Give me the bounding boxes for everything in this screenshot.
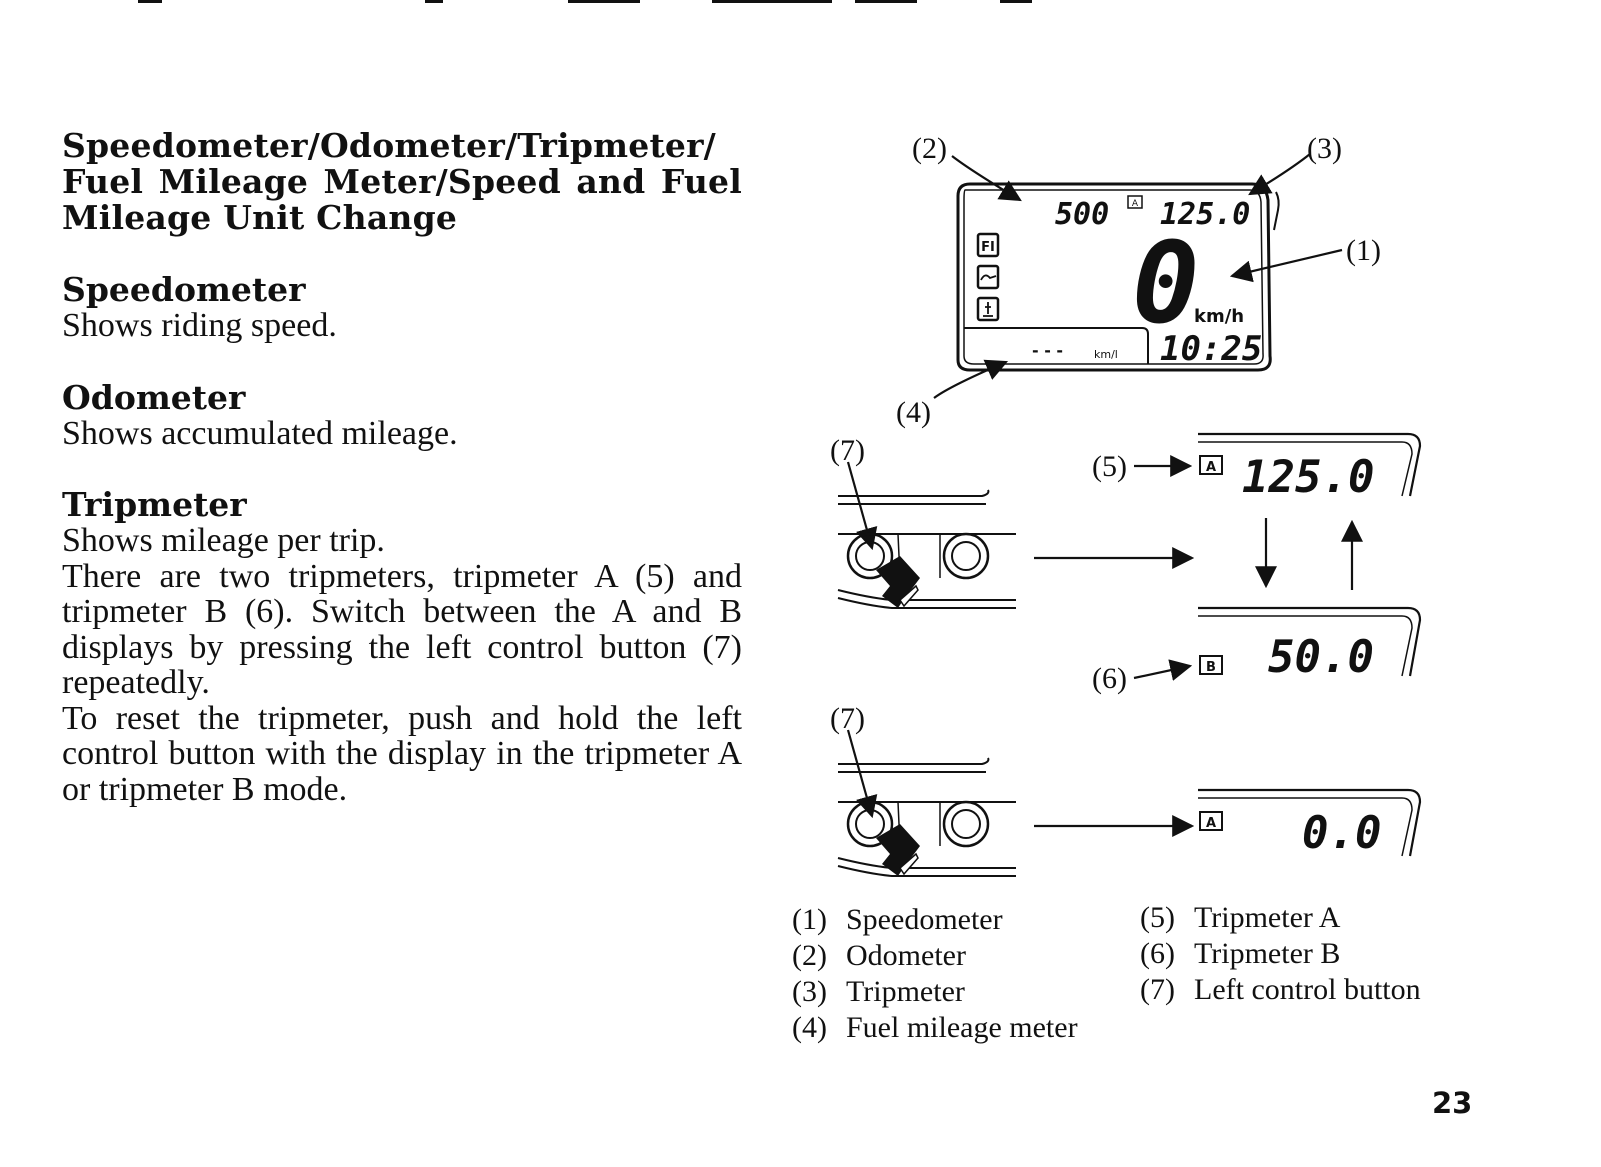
lcd-odometer-value: 500 (1055, 197, 1109, 232)
section-speedometer: Speedometer Shows riding speed. (62, 272, 742, 344)
legend-item: (4) Fuel mileage meter (792, 1010, 1078, 1046)
tripmeter-reset-badge-letter: A (1206, 816, 1216, 831)
section-body: Shows riding speed. (62, 307, 337, 344)
legend-num: (5) (1140, 901, 1175, 934)
right-button-icon (942, 800, 990, 848)
tripmeter-b-badge (1199, 655, 1223, 675)
finger-press-icon (876, 824, 920, 876)
legend-label: Odometer (846, 939, 966, 972)
section-tripmeter: Tripmeter Shows mileage per trip. There … (62, 487, 742, 807)
finger-press-icon (876, 556, 920, 608)
top-rule (568, 0, 640, 3)
tripmeter-a-panel: (5) A 125.0 (1092, 432, 1422, 503)
legend-item: (7) Left control button (1140, 972, 1421, 1008)
warning-indicators: FI (976, 232, 1000, 322)
legend-label: Tripmeter B (1194, 937, 1341, 970)
coolant-temperature-icon (976, 296, 1000, 322)
instrument-figure: FI 500 A 125.0 0 km/h - - - km/l 10:25 (… (780, 100, 1601, 1080)
lcd-speed-value: 0 (1132, 219, 1199, 349)
tripmeter-reset-value: 0.0 (1302, 808, 1381, 859)
callout-7: (7) (830, 434, 865, 467)
legend-label: Tripmeter (846, 975, 965, 1008)
fi-label: FI (981, 240, 995, 255)
section-body-reset: To reset the tripmeter, push and hold th… (62, 699, 742, 808)
legend-num: (6) (1140, 937, 1175, 970)
legend-num: (7) (1140, 973, 1175, 1006)
tripmeter-a-badge-letter: A (1206, 460, 1216, 475)
legend-label: Fuel mileage meter (846, 1011, 1078, 1044)
left-control-button-diagram: (7) (830, 434, 1016, 609)
lcd-trip-badge (1127, 195, 1143, 209)
callout-6: (6) (1092, 662, 1127, 695)
callout-1: (1) (1346, 234, 1381, 267)
page-number: 23 (1432, 1086, 1473, 1120)
legend-item: (1) Speedometer (792, 902, 1078, 938)
tripmeter-b-panel: (6) B 50.0 (1092, 606, 1422, 695)
lcd-fuel-unit: km/l (1094, 348, 1118, 361)
text-column: Speedometer/Odometer/Tripmeter/ Fuel Mil… (62, 128, 742, 807)
right-button-icon (942, 532, 990, 580)
figure-drawing: FI 500 A 125.0 0 km/h - - - km/l 10:25 (… (830, 132, 1422, 877)
legend-item: (3) Tripmeter (792, 974, 1078, 1010)
lcd-speed-unit: km/h (1194, 306, 1244, 327)
legend-label: Tripmeter A (1194, 901, 1341, 934)
tripmeter-a-value: 125.0 (1242, 452, 1374, 503)
top-rule (1000, 0, 1032, 3)
lcd-tripmeter-value: 125.0 (1160, 197, 1250, 232)
top-rule (712, 0, 832, 3)
legend-num: (4) (792, 1011, 827, 1044)
callout-2: (2) (912, 132, 947, 165)
section-body: Shows mileage per trip. (62, 522, 385, 559)
oil-pressure-icon (976, 264, 1000, 290)
section-odometer: Odometer Shows accumulated mileage. (62, 377, 742, 452)
section-heading: Tripmeter (62, 485, 247, 524)
callout-3: (3) (1307, 132, 1342, 165)
lcd-trip-badge-letter: A (1132, 199, 1139, 209)
left-button-icon (846, 532, 894, 580)
legend-num: (1) (792, 903, 827, 936)
section-body-switch: There are two tripmeters, tripmeter A (5… (62, 557, 742, 701)
callout-7-reset: (7) (830, 702, 865, 735)
lcd-fuel-mileage-value: - - - (1032, 341, 1063, 360)
callout-4: (4) (896, 396, 931, 429)
top-rule (855, 0, 917, 3)
left-button-icon (846, 800, 894, 848)
legend-right: (5) Tripmeter A (6) Tripmeter B (7) Left co… (1140, 900, 1421, 1008)
lcd-clock-value: 10:25 (1160, 329, 1262, 369)
tripmeter-b-badge-letter: B (1206, 660, 1216, 675)
left-control-button-reset-diagram: (7) (830, 702, 1016, 877)
callout-5: (5) (1092, 450, 1127, 483)
section-heading: Speedometer (62, 270, 306, 309)
legend-left: (1)Speedometer (2)Odometer (3)Tripmeter … (792, 902, 1078, 1046)
fi-icon (976, 232, 1000, 258)
legend-item: (5) Tripmeter A (1140, 900, 1421, 936)
top-rule (425, 0, 443, 3)
page-title: Speedometer/Odometer/Tripmeter/ Fuel Mil… (62, 126, 742, 237)
tripmeter-b-value: 50.0 (1268, 632, 1374, 683)
legend-num: (3) (792, 975, 827, 1008)
legend-item: (6) Tripmeter B (1140, 936, 1421, 972)
legend-label: Speedometer (846, 903, 1003, 936)
section-heading: Odometer (62, 377, 246, 417)
legend-label: Left control button (1194, 973, 1421, 1006)
tripmeter-reset-panel: A 0.0 (1198, 788, 1422, 859)
tripmeter-a-badge (1199, 455, 1223, 475)
legend-num: (2) (792, 939, 827, 972)
top-rule (138, 0, 162, 3)
section-body: Shows accumulated mileage. (62, 414, 458, 452)
tripmeter-reset-badge (1199, 811, 1223, 831)
legend-item: (2) Odometer (792, 938, 1078, 974)
